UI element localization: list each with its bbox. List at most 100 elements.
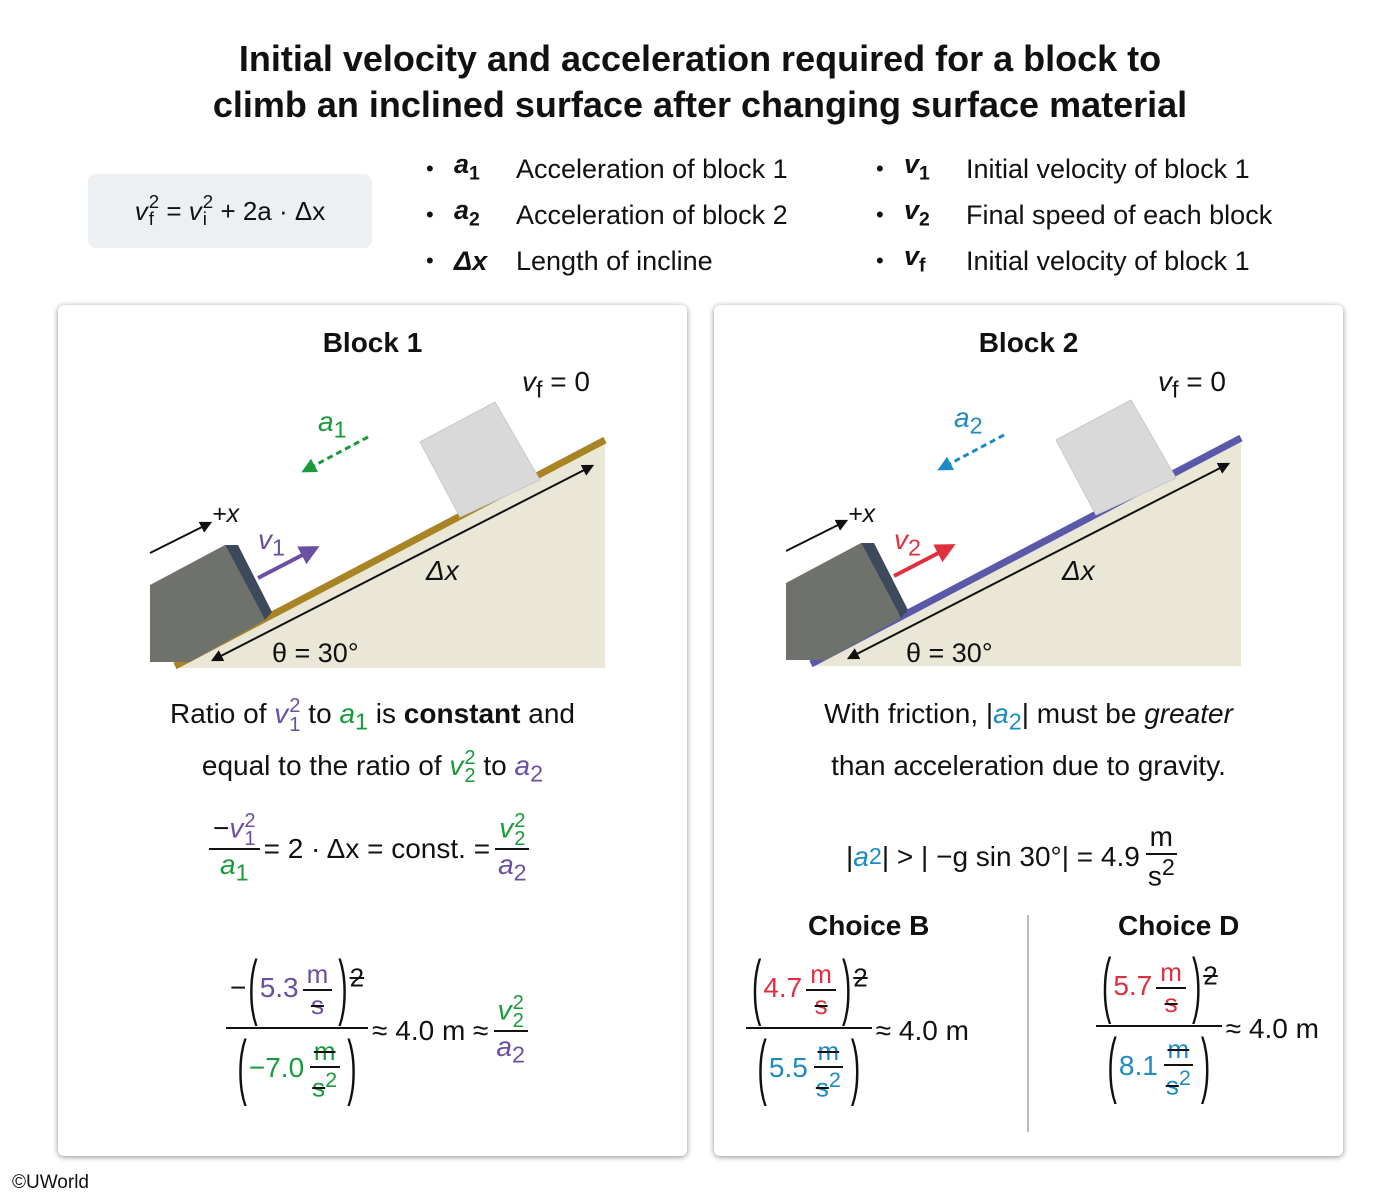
bullet: •: [426, 202, 434, 227]
velocity-value: 4.7: [763, 971, 803, 1003]
legend-sub: 2: [919, 208, 930, 231]
bullet: •: [426, 156, 434, 181]
label-text: f: [1172, 376, 1179, 403]
plus-x-arrow: [149, 521, 213, 554]
incline-block2: [785, 399, 1243, 668]
v2-label: v2: [894, 524, 921, 562]
result-text: ≈ 4.0 m: [875, 1015, 969, 1047]
text: s: [814, 989, 828, 1020]
dx-label: Δx: [1062, 555, 1095, 586]
result-text: ≈ 4.0 m: [1225, 1013, 1319, 1045]
bullet: •: [876, 202, 884, 227]
legend-desc: Initial velocity of block 1: [966, 246, 1250, 276]
text: 2: [868, 843, 882, 870]
label-text: v: [522, 366, 536, 397]
title-line: climb an inclined surface after changing…: [212, 84, 1188, 125]
text: 2: [514, 810, 526, 832]
text: 2: [512, 1009, 524, 1032]
v1-label: v1: [258, 524, 285, 562]
velocity-value: 5.7: [1113, 969, 1153, 1001]
text: v: [274, 698, 289, 729]
label-text: = 0: [1186, 366, 1226, 397]
legend-desc: Final speed of each block: [966, 200, 1273, 230]
dx-arrow: [210, 464, 595, 662]
text: v: [449, 749, 464, 781]
text: must be: [1036, 698, 1137, 729]
panel-title: Block 1: [322, 327, 423, 358]
text: m: [806, 960, 836, 991]
panel-title: Block 2: [978, 327, 1079, 358]
formula-text: 2: [202, 191, 214, 213]
label-text: 1: [333, 416, 347, 443]
legend-desc: Initial velocity of block 1: [966, 154, 1250, 184]
text: 2: [1178, 1064, 1191, 1090]
vf-label: vf = 0: [1158, 366, 1226, 404]
incline-block1: [149, 401, 607, 670]
page-title: Initial velocity and acceleration requir…: [0, 36, 1400, 128]
text: s: [815, 1072, 829, 1103]
block2-explanation: With friction, |a2| must be greater than…: [714, 692, 1343, 788]
text: m: [813, 1037, 844, 1068]
label-text: 2: [969, 412, 983, 439]
acceleration-value: 8.1: [1118, 1050, 1158, 1081]
label-text: 1: [272, 534, 285, 561]
text: a: [853, 840, 869, 872]
label-text: v: [1158, 366, 1172, 397]
text: v: [499, 812, 514, 844]
text: m: [1145, 821, 1177, 855]
text: 2: [828, 1066, 841, 1092]
text: m: [1156, 958, 1186, 989]
text: 2: [512, 1041, 525, 1068]
legend-symbol: Δx: [454, 246, 488, 276]
plus-x-label: +x: [212, 500, 240, 528]
text: v: [497, 994, 512, 1026]
angle-label: θ = 30°: [272, 638, 359, 668]
text: s: [312, 1072, 326, 1103]
text: = 2 · Δx = const. =: [263, 833, 491, 865]
legend-sub: 1: [919, 162, 930, 185]
text: 1: [355, 708, 368, 735]
legend-symbol: v: [904, 195, 920, 226]
plus-x-label: +x: [848, 500, 876, 528]
text: −: [230, 971, 247, 1003]
text: 2: [464, 747, 476, 770]
text: equal to the ratio of: [201, 749, 442, 781]
label-text: v: [894, 524, 908, 555]
text: s: [1147, 860, 1162, 892]
text: 2: [1161, 853, 1175, 880]
formula-text: =: [166, 195, 182, 226]
text: s: [1164, 987, 1178, 1018]
text: v: [229, 812, 244, 844]
label-text: f: [536, 376, 543, 403]
bullet: •: [426, 248, 434, 273]
text: 1: [244, 828, 256, 851]
a1-label: a1: [318, 406, 347, 444]
text: 2: [514, 828, 526, 851]
text: a: [496, 1031, 512, 1063]
text: a: [339, 698, 356, 729]
dx-arrow: [846, 462, 1231, 660]
velocity-value: 5.3: [259, 971, 299, 1003]
dx-label: Δx: [426, 555, 459, 586]
a2-arrow: [937, 433, 1005, 471]
a2-label: a2: [954, 402, 983, 440]
plus-x-arrow: [785, 519, 849, 552]
text: 1: [235, 859, 249, 886]
legend-symbol: a: [454, 149, 470, 180]
text: 2: [325, 1066, 338, 1092]
text: 2: [289, 695, 301, 718]
label-text: = 0: [550, 366, 590, 397]
text: −: [213, 812, 230, 844]
formula-text: 2: [148, 191, 160, 213]
text: > | −g sin 30°| = 4.9: [896, 840, 1140, 872]
formula-text: v: [188, 195, 202, 226]
choice-b-title: Choice B: [808, 910, 930, 941]
bullet: •: [876, 156, 884, 181]
legend-sub: 2: [469, 208, 480, 231]
text: Ratio of: [170, 698, 267, 729]
text: 2: [1008, 708, 1022, 735]
